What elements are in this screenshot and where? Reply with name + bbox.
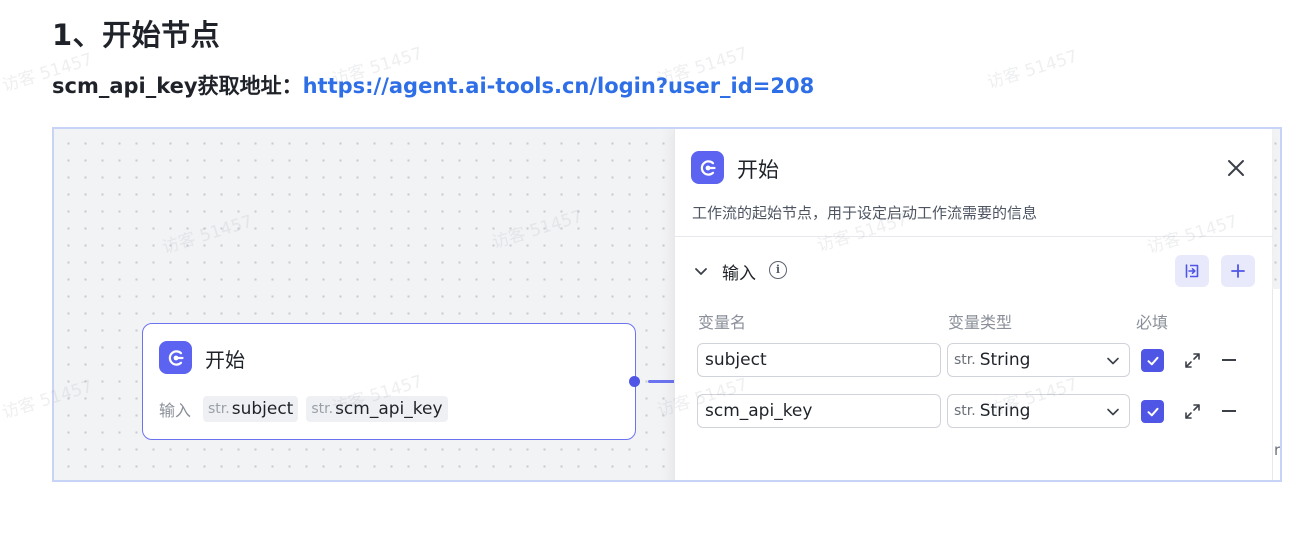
info-icon[interactable]: i — [769, 261, 787, 279]
watermark: 访客 51457 — [984, 46, 1081, 94]
variable-name-input[interactable] — [697, 394, 941, 428]
panel-start-icon — [691, 151, 724, 184]
close-icon[interactable] — [1223, 155, 1249, 181]
doc-heading: 1、开始节点 — [52, 18, 221, 52]
variable-type-select[interactable]: str. String — [947, 394, 1130, 428]
column-header-name: 变量名 — [698, 313, 747, 332]
start-node-output-port[interactable] — [629, 376, 640, 387]
start-node-icon — [159, 341, 192, 374]
start-node-inputs: 输入 str. subject str. scm_api_key — [159, 396, 448, 422]
connection-edge — [648, 380, 676, 383]
variable-type-prefix: str. — [954, 403, 976, 419]
start-node-panel: 开始 工作流的起始节点，用于设定启动工作流需要的信息 输入 i 变量名 变量类型… — [674, 129, 1273, 480]
expand-icon[interactable] — [1183, 402, 1202, 421]
api-key-label: scm_api_key获取地址： — [52, 74, 303, 98]
input-chip-scm-api-key: str. scm_api_key — [306, 396, 448, 422]
check-icon — [1147, 356, 1158, 365]
chevron-down-icon — [1107, 357, 1119, 365]
variable-type-value: String — [979, 350, 1031, 370]
variable-type-prefix: str. — [954, 352, 976, 368]
input-chip-type: str. — [311, 401, 334, 417]
remove-variable-button[interactable] — [1222, 359, 1236, 361]
column-header-required: 必填 — [1136, 313, 1169, 332]
api-key-line: scm_api_key获取地址：https://agent.ai-tools.c… — [52, 70, 814, 100]
start-node-title: 开始 — [205, 348, 245, 372]
check-icon — [1147, 407, 1158, 416]
background-panel-edge: rc — [1272, 289, 1280, 480]
required-checkbox[interactable] — [1141, 349, 1164, 372]
start-node-card[interactable]: 开始 输入 str. subject str. scm_api_key — [142, 323, 636, 440]
import-icon — [1185, 264, 1199, 278]
variable-row: str. String — [697, 394, 1257, 430]
variable-row: str. String — [697, 343, 1257, 379]
background-panel-text: rc — [1274, 441, 1280, 459]
plus-icon — [1231, 264, 1245, 278]
input-chip-name: scm_api_key — [335, 399, 443, 419]
input-chip-name: subject — [231, 399, 294, 419]
variable-type-select[interactable]: str. String — [947, 343, 1130, 377]
input-chip-subject: str. subject — [203, 396, 299, 422]
panel-divider — [675, 236, 1273, 237]
chevron-down-icon[interactable] — [693, 263, 709, 279]
add-variable-button[interactable] — [1221, 255, 1255, 287]
api-key-link[interactable]: https://agent.ai-tools.cn/login?user_id=… — [302, 74, 815, 98]
input-section-title: 输入 — [722, 264, 756, 284]
panel-title: 开始 — [737, 158, 779, 182]
remove-variable-button[interactable] — [1222, 410, 1236, 412]
workflow-screenshot: 开始 输入 str. subject str. scm_api_key 开始 工… — [52, 127, 1282, 482]
required-checkbox[interactable] — [1141, 400, 1164, 423]
chevron-down-icon — [1107, 408, 1119, 416]
expand-icon[interactable] — [1183, 351, 1202, 370]
panel-description: 工作流的起始节点，用于设定启动工作流需要的信息 — [692, 204, 1038, 222]
import-variable-button[interactable] — [1175, 255, 1209, 287]
input-chip-type: str. — [208, 401, 230, 417]
variable-type-value: String — [979, 401, 1031, 421]
column-header-type: 变量类型 — [948, 313, 1013, 332]
variable-name-input[interactable] — [697, 343, 941, 377]
start-node-inputs-label: 输入 — [159, 401, 192, 420]
